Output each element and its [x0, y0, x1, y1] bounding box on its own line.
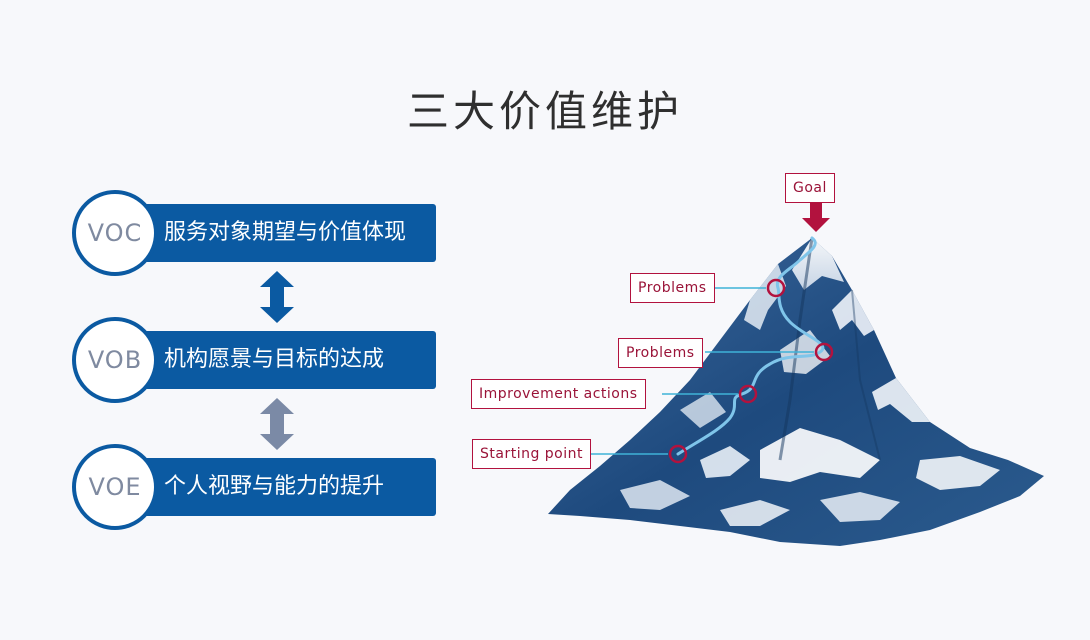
goal-arrow-icon	[802, 202, 830, 232]
mountain-illustration: Goal Problems Problems Improvement actio…	[460, 160, 1070, 580]
checkpoint-marker	[766, 278, 786, 298]
value-bar-voc: 服务对象期望与价值体现	[142, 204, 436, 262]
value-badge-voc: VOC	[72, 190, 158, 276]
callout-improvement-actions: Improvement actions	[471, 379, 646, 409]
value-bar-voe: 个人视野与能力的提升	[142, 458, 436, 516]
double-arrow-icon	[260, 398, 294, 450]
callout-goal: Goal	[785, 173, 835, 203]
checkpoint-marker	[668, 444, 688, 464]
value-row-vob: 机构愿景与目标的达成 VOB	[72, 317, 436, 403]
callout-starting-point: Starting point	[472, 439, 592, 469]
value-badge-vob: VOB	[72, 317, 158, 403]
callout-problems-2: Problems	[618, 338, 703, 368]
mountain-svg	[548, 202, 1044, 546]
double-arrow-icon	[260, 271, 294, 323]
checkpoint-marker	[738, 384, 758, 404]
page-title: 三大价值维护	[406, 87, 683, 136]
checkpoint-marker	[814, 342, 834, 362]
value-badge-voe: VOE	[72, 444, 158, 530]
value-bar-vob: 机构愿景与目标的达成	[142, 331, 436, 389]
value-row-voe: 个人视野与能力的提升 VOE	[72, 444, 436, 530]
callout-problems-1: Problems	[630, 273, 715, 303]
value-row-voc: 服务对象期望与价值体现 VOC	[72, 190, 436, 276]
